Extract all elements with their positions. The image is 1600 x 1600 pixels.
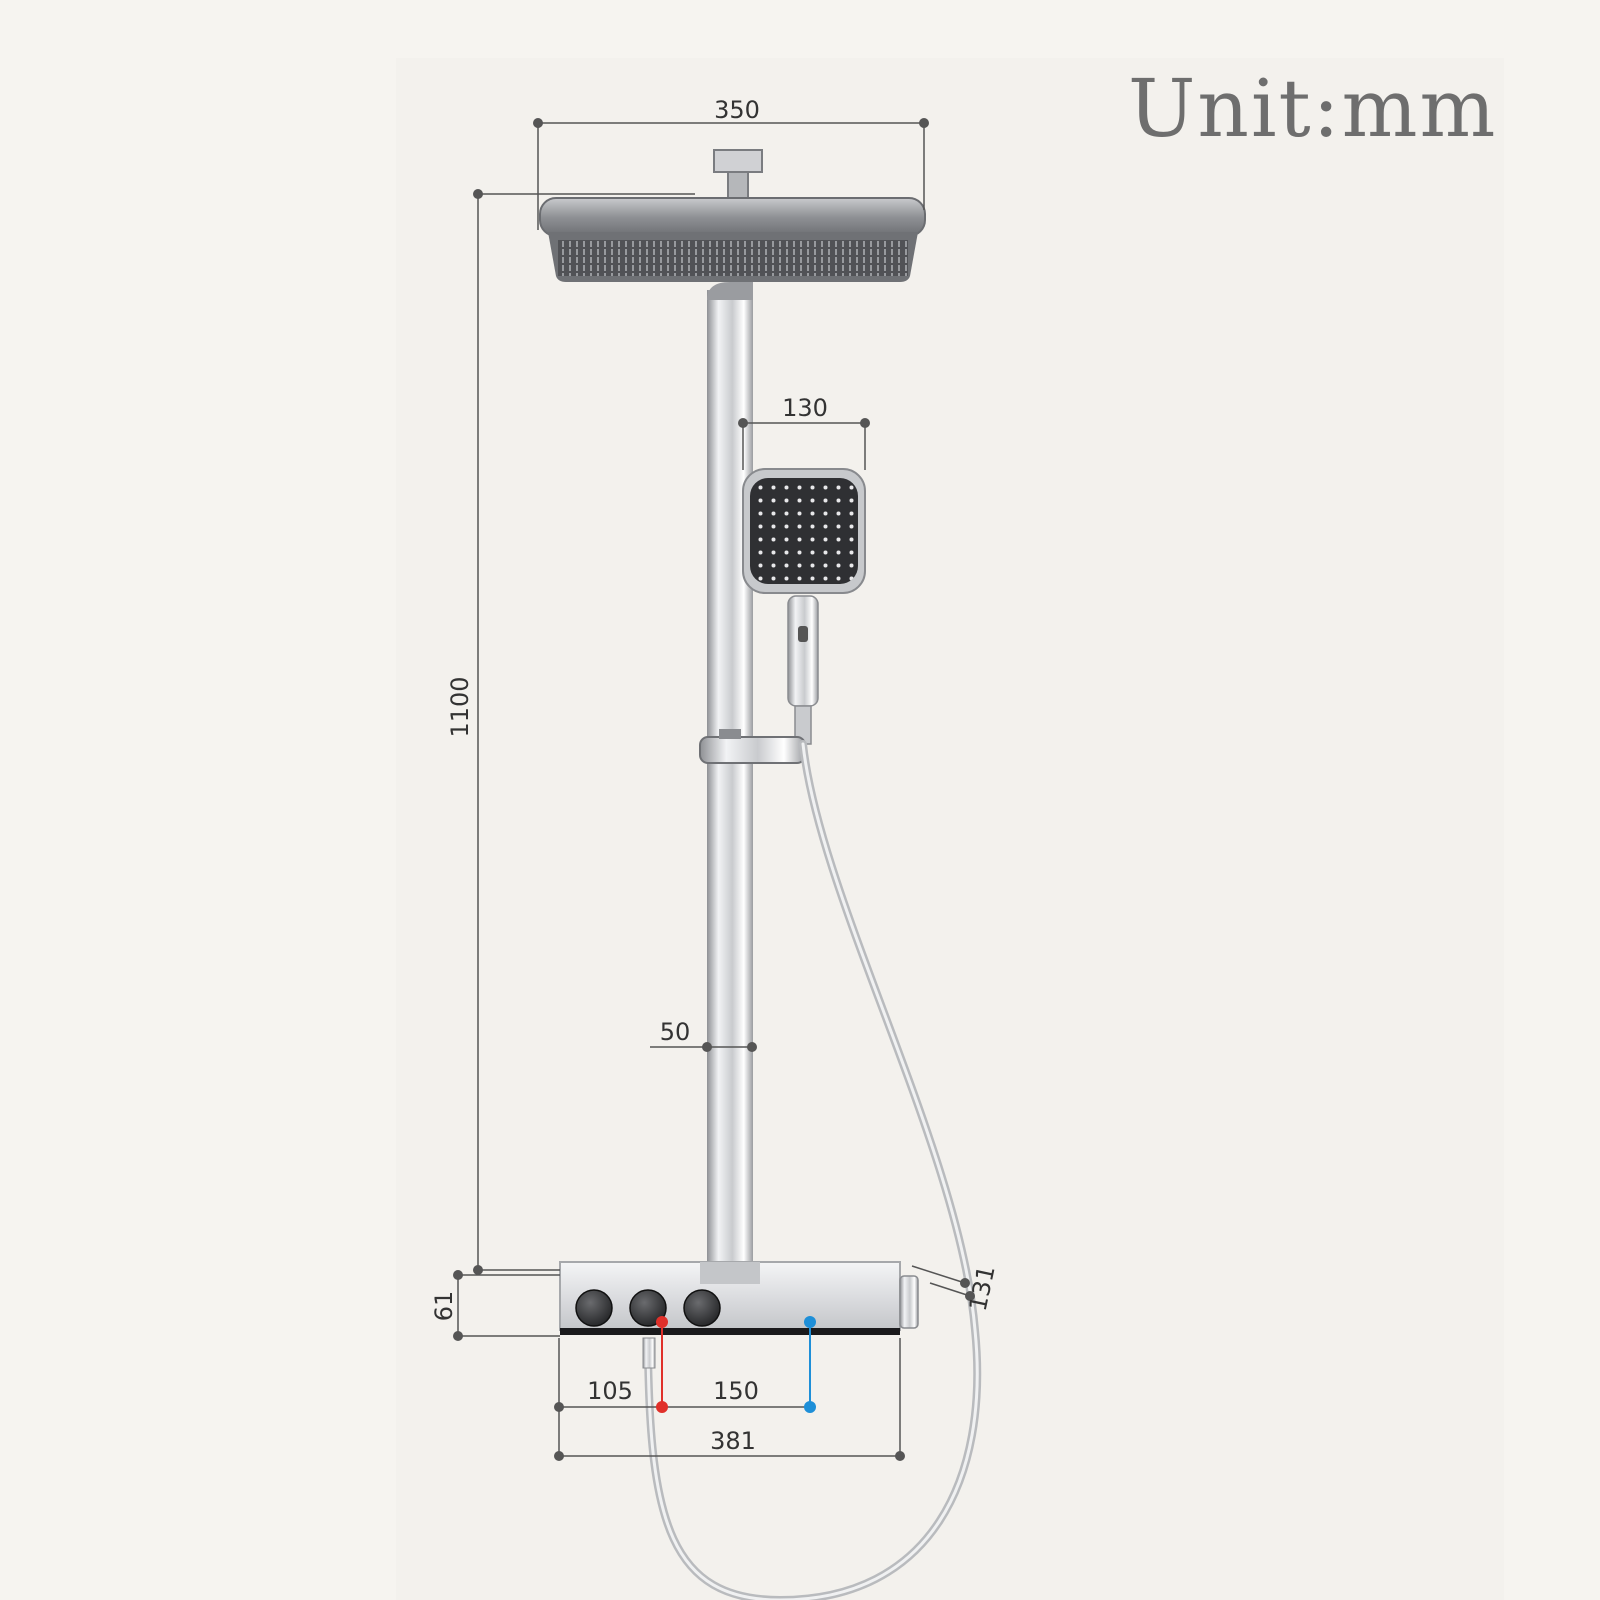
rain-shower-head	[539, 197, 926, 282]
dim-hot-offset: 105	[587, 1377, 633, 1405]
handle-button	[798, 626, 808, 642]
cold-dimension-end	[804, 1401, 816, 1413]
panel-base-strip	[560, 1328, 900, 1335]
diagram-background-panel	[396, 58, 1504, 1600]
unit-label: Unit:mm	[1128, 62, 1498, 155]
handheld-handle	[787, 595, 819, 707]
slide-holder-clip	[719, 729, 741, 739]
dim-panel-width: 381	[710, 1427, 756, 1455]
dim-handheld-width: 130	[782, 394, 828, 422]
hot-dimension-end	[656, 1401, 668, 1413]
handheld-shower-head	[742, 468, 866, 745]
dimension-endpoints	[453, 118, 975, 1461]
arm-stem	[727, 171, 749, 199]
control-knob-2	[629, 1289, 667, 1327]
hot-inlet-marker	[656, 1316, 668, 1328]
control-knob-1	[575, 1289, 613, 1327]
riser-bend	[707, 282, 753, 300]
dim-panel-height: 61	[430, 1291, 458, 1322]
control-knob-3	[683, 1289, 721, 1327]
shower-product	[539, 149, 982, 1600]
slide-holder	[699, 736, 806, 764]
thermostatic-control-panel	[559, 1261, 919, 1369]
arm-connector	[713, 149, 763, 173]
shower-hose	[644, 740, 982, 1600]
hose-outlet	[899, 1275, 919, 1329]
dim-total-height: 1100	[446, 676, 474, 737]
dim-pipe-width: 50	[660, 1018, 691, 1046]
spout-connector	[642, 1337, 656, 1369]
riser-pipe	[707, 290, 753, 1270]
dim-head-width: 350	[714, 96, 760, 124]
cold-inlet-marker	[804, 1316, 816, 1328]
dimension-lines	[457, 122, 971, 1460]
dim-inlet-spacing: 150	[713, 1377, 759, 1405]
